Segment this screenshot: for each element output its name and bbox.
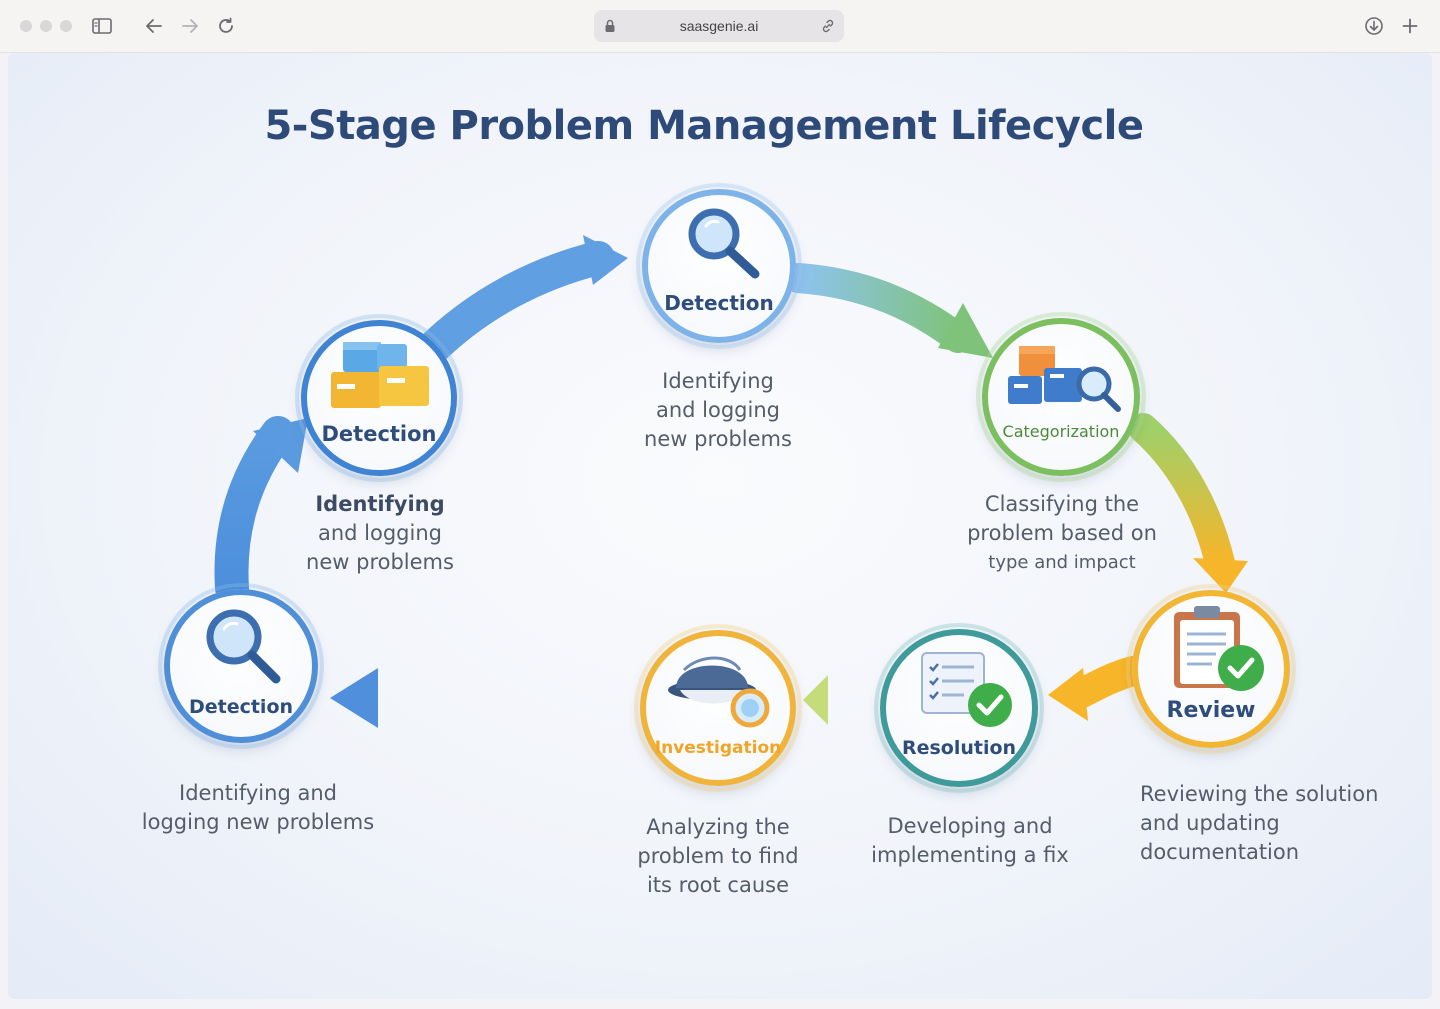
flow-arrowhead-resolution-investigation	[803, 675, 828, 725]
new-tab-icon[interactable]	[1399, 14, 1421, 38]
flow-arrow-right	[1128, 413, 1235, 578]
flow-arrow-left	[214, 416, 295, 605]
lock-icon	[605, 19, 615, 32]
boxes-icon	[331, 342, 429, 408]
flow-arrow-top-left	[411, 241, 615, 370]
description-line: new problems	[306, 550, 454, 574]
description-line: Identifying	[315, 492, 445, 516]
flow-arrowhead-left	[253, 418, 308, 473]
diagram-title: 5-Stage Problem Management Lifecycle	[264, 103, 1144, 149]
stage-label: Review	[1166, 698, 1256, 723]
window-minimize-button[interactable]	[40, 20, 52, 32]
flow-arrowhead-top-left	[583, 235, 628, 285]
address-bar[interactable]: saasgenie.ai	[594, 10, 844, 42]
stage-description-detection-top-left: Identifying and logging new problems	[260, 490, 500, 577]
description-line: problem to find	[637, 844, 799, 868]
description-line: logging new problems	[141, 810, 375, 834]
diagram-canvas: 5-Stage Problem Management Lifecycle	[8, 53, 1432, 999]
description-line: Reviewing the solution	[1140, 782, 1379, 806]
stage-node-investigation: Investigation	[634, 624, 802, 792]
stage-node-categorization: Categorization	[976, 312, 1146, 482]
description-line: problem based on	[967, 521, 1157, 545]
stage-label: Detection	[321, 422, 437, 446]
stage-description-review: Reviewing the solution and updating docu…	[1140, 780, 1410, 867]
boxes-magnifier-icon	[1008, 346, 1121, 412]
stage-label: Detection	[664, 291, 774, 315]
link-icon[interactable]	[820, 18, 836, 34]
stage-description-investigation: Analyzing the problem to find its root c…	[598, 813, 838, 900]
description-line: its root cause	[646, 873, 790, 897]
description-line: implementing a fix	[871, 843, 1069, 867]
stage-label: Investigation	[654, 738, 782, 758]
description-line: Developing and	[887, 814, 1053, 838]
description-line: and logging	[317, 521, 442, 545]
stage-description-detection-bottom-left: Identifying and logging new problems	[128, 779, 388, 837]
flow-arrowhead-right	[1193, 558, 1248, 593]
flow-arrow-top-right	[783, 263, 973, 353]
description-line: documentation	[1140, 840, 1300, 864]
description-line: Classifying the	[984, 492, 1140, 516]
stage-description-detection-top: Identifying and logging new problems	[598, 367, 838, 454]
lifecycle-flow-arrows	[214, 235, 1248, 728]
forward-arrow-icon[interactable]	[179, 14, 201, 38]
stage-label: Detection	[188, 696, 294, 718]
stage-node-detection-bottom-left: Detection	[158, 583, 324, 749]
stage-node-resolution: Resolution	[874, 623, 1044, 793]
stage-description-categorization: Classifying the problem based on type an…	[940, 490, 1184, 577]
url-text: saasgenie.ai	[679, 18, 759, 34]
flow-arrowhead-top-right	[938, 303, 993, 358]
flow-arrowhead-bottom	[330, 668, 378, 728]
window-zoom-button[interactable]	[60, 20, 72, 32]
window-close-button[interactable]	[20, 20, 32, 32]
stage-node-detection-top: Detection	[636, 183, 802, 349]
description-line: and updating	[1140, 811, 1280, 835]
stage-node-detection-top-left: Detection	[295, 314, 463, 482]
checklist-check-icon	[921, 652, 1012, 727]
stage-description-resolution: Developing and implementing a fix	[850, 812, 1090, 870]
description-line: and logging	[655, 398, 780, 422]
back-arrow-icon[interactable]	[143, 14, 165, 38]
description-line: Identifying	[662, 369, 774, 393]
clipboard-check-icon	[1174, 606, 1264, 691]
stage-node-review: Review	[1126, 584, 1296, 754]
description-line: Identifying and	[179, 781, 337, 805]
description-line: type and impact	[988, 552, 1136, 573]
stage-label: Categorization	[1002, 422, 1120, 441]
browser-toolbar: saasgenie.ai	[0, 0, 1440, 53]
detective-hat-icon	[668, 656, 770, 728]
magnifier-icon	[206, 609, 281, 684]
flow-arrow-review-resolution	[1063, 656, 1148, 710]
description-line: Analyzing the	[646, 815, 790, 839]
flow-arrowhead-review-resolution	[1048, 668, 1088, 721]
magnifier-icon	[688, 208, 760, 279]
stage-label: Resolution	[901, 737, 1017, 759]
sidebar-toggle-icon[interactable]	[91, 14, 113, 38]
download-icon[interactable]	[1363, 14, 1385, 38]
description-line: new problems	[644, 427, 792, 451]
reload-icon[interactable]	[215, 14, 237, 38]
